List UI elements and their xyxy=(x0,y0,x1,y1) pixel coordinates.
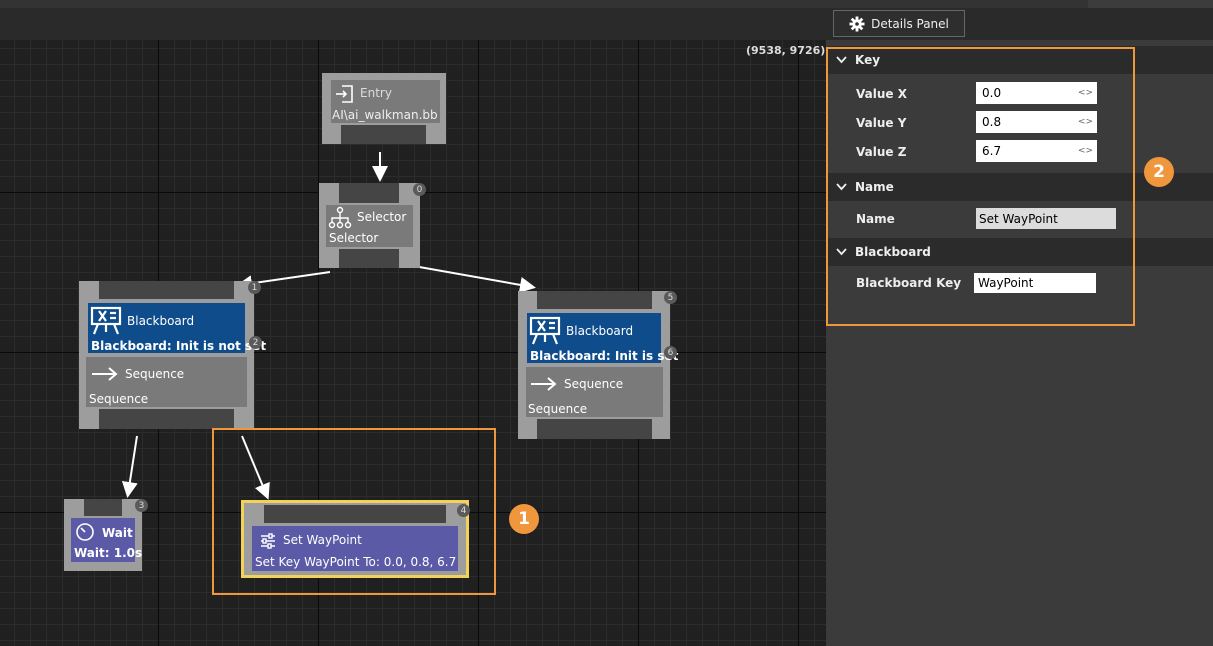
value-x-value: 0.0 xyxy=(982,86,1002,100)
blackboard-key-value: WayPoint xyxy=(978,276,1034,290)
key-section-header[interactable]: Key xyxy=(828,46,1213,74)
chevron-down-icon xyxy=(836,56,847,64)
left-blackboard-decorator[interactable] xyxy=(88,303,245,353)
right-sequence-subtitle: Sequence xyxy=(528,402,588,416)
selector-title: Selector xyxy=(357,210,407,224)
top-strip-right xyxy=(1088,0,1213,8)
value-x-input[interactable]: 0.0 <> xyxy=(976,82,1097,104)
blackboard-key-input[interactable]: WayPoint xyxy=(974,273,1096,293)
value-z-input[interactable]: 6.7 <> xyxy=(976,140,1097,162)
name-input[interactable]: Set WayPoint xyxy=(976,208,1116,229)
gear-icon xyxy=(849,16,865,31)
setwp-subtitle: Set Key WayPoint To: 0.0, 0.8, 6.7 xyxy=(255,555,457,569)
right-sequence-title: Sequence xyxy=(564,377,624,391)
left-sequence-node[interactable]: Blackboard Blackboard: Init is not set S… xyxy=(79,281,266,429)
details-panel: Key Value X 0.0 <> Value Y 0.8 <> Value … xyxy=(826,40,1213,646)
callout-1: 1 xyxy=(509,504,539,534)
right-input-pin xyxy=(537,291,652,309)
selector-subtitle: Selector xyxy=(329,231,379,245)
selector-output-pin xyxy=(339,249,399,268)
spin-arrows-icon[interactable]: <> xyxy=(1077,88,1093,98)
blackboard-section-label: Blackboard xyxy=(855,245,931,259)
name-section-label: Name xyxy=(855,180,894,194)
setwp-order-badge: 4 xyxy=(457,504,470,517)
right-sequence-node[interactable]: Blackboard Blackboard: Init is set Seque… xyxy=(518,291,678,439)
left-order-badge: 1 xyxy=(248,281,261,294)
right-blackboard-decorator[interactable] xyxy=(527,313,661,363)
right-order-badge: 5 xyxy=(664,291,677,304)
highlight-box-panel xyxy=(826,47,1135,326)
left-sequence-title: Sequence xyxy=(125,367,185,381)
edge-selector-right xyxy=(407,264,536,293)
left-blackboard-title: Blackboard xyxy=(127,314,195,328)
left-output-pin xyxy=(99,409,234,429)
edge-left-setwp xyxy=(241,435,270,500)
entry-node[interactable]: Entry AI\ai_walkman.bb xyxy=(322,73,446,144)
selector-node[interactable]: Selector Selector xyxy=(319,183,420,268)
top-bar xyxy=(0,0,1213,40)
set-waypoint-node[interactable]: Set WayPoint Set Key WayPoint To: 0.0, 0… xyxy=(241,500,469,578)
canvas-coordinates: (9538, 9726) xyxy=(746,44,826,57)
left-sequence-subtitle: Sequence xyxy=(89,392,149,406)
entry-title: Entry xyxy=(360,86,392,100)
wait-input-pin xyxy=(84,499,122,516)
name-value: Set WayPoint xyxy=(979,211,1058,226)
chevron-down-icon xyxy=(836,248,847,256)
selector-icon xyxy=(328,206,352,229)
blackboard-key-label: Blackboard Key xyxy=(856,276,962,290)
right-output-pin xyxy=(537,419,652,439)
clock-icon xyxy=(76,523,94,541)
right-blackboard-title: Blackboard xyxy=(566,324,634,338)
blackboard-icon xyxy=(90,306,122,335)
value-z-label: Value Z xyxy=(856,145,907,159)
right-blackboard-badge: 6 xyxy=(664,346,677,359)
chevron-down-icon xyxy=(836,183,847,191)
value-y-label: Value Y xyxy=(856,116,907,130)
value-z-value: 6.7 xyxy=(982,144,1002,158)
left-sequence-inner xyxy=(86,357,247,407)
sequence-arrow-icon xyxy=(92,367,118,381)
value-x-label: Value X xyxy=(856,87,907,101)
spin-arrows-icon[interactable]: <> xyxy=(1077,117,1093,127)
blackboard-section-header[interactable]: Blackboard xyxy=(828,238,1213,266)
value-y-value: 0.8 xyxy=(982,115,1002,129)
left-input-pin xyxy=(99,281,234,299)
setwp-inner xyxy=(252,526,458,571)
wait-order-badge: 3 xyxy=(135,499,148,512)
details-panel-label: Details Panel xyxy=(871,16,949,31)
left-blackboard-badge: 2 xyxy=(249,336,262,349)
sliders-icon xyxy=(261,533,275,549)
callout-2: 2 xyxy=(1144,157,1174,187)
right-sequence-inner xyxy=(526,367,663,417)
wait-node[interactable]: Wait Wait: 1.0s xyxy=(64,499,142,571)
highlight-box-node xyxy=(212,428,496,595)
top-strip xyxy=(0,0,1213,8)
connection-layer xyxy=(121,152,536,500)
wait-subtitle: Wait: 1.0s xyxy=(74,546,143,560)
setwp-title: Set WayPoint xyxy=(283,533,362,547)
blackboard-icon xyxy=(529,316,561,345)
setwp-input-pin xyxy=(264,505,446,523)
selector-input-pin xyxy=(339,183,399,203)
value-y-input[interactable]: 0.8 <> xyxy=(976,111,1097,133)
selector-order-badge: 0 xyxy=(413,183,426,196)
name-label: Name xyxy=(856,212,895,226)
entry-icon xyxy=(336,85,353,103)
right-blackboard-subtitle: Blackboard: Init is set xyxy=(530,349,679,363)
key-section-label: Key xyxy=(855,53,881,67)
entry-output-pin xyxy=(341,125,426,144)
spin-arrows-icon[interactable]: <> xyxy=(1077,146,1093,156)
entry-subtitle: AI\ai_walkman.bb xyxy=(332,108,438,122)
details-panel-button[interactable]: Details Panel xyxy=(833,10,965,37)
sequence-arrow-icon xyxy=(531,377,557,391)
left-blackboard-subtitle: Blackboard: Init is not set xyxy=(91,339,267,353)
wait-title: Wait xyxy=(102,526,133,540)
edge-left-wait xyxy=(121,435,138,498)
